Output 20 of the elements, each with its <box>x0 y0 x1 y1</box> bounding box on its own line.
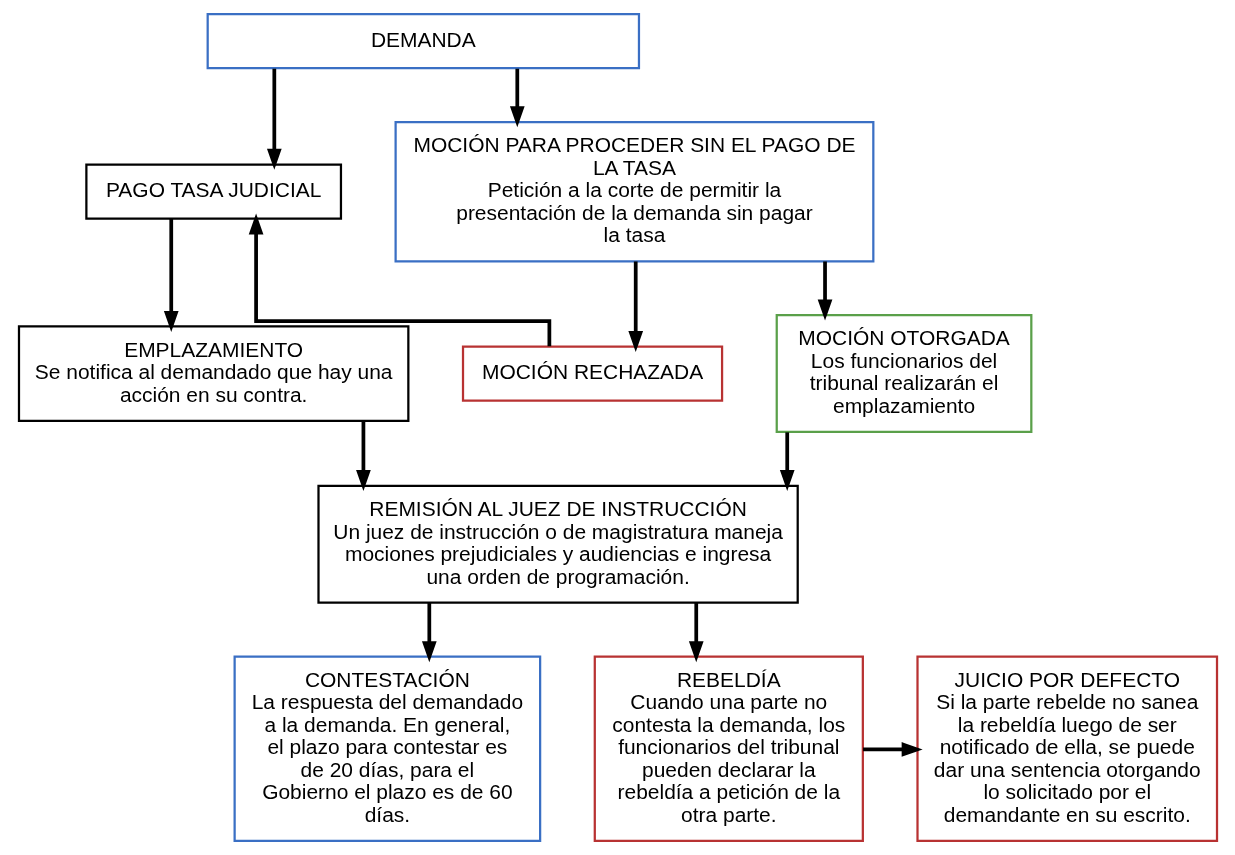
arrow <box>266 68 282 170</box>
arrow <box>862 742 923 757</box>
node-box: JUICIO POR DEFECTO Si la parte rebelde no sanea la rebeldía luego de ser notificado de ella, se puede dar una sentencia otorgando lo solicitado por el demandante en su escrito. <box>915 655 1218 842</box>
arrow <box>688 602 704 663</box>
node-box: EMPLAZAMIENTO Se notifica al demandado que hay una acción en su contra. <box>17 325 409 422</box>
arrow <box>355 421 371 492</box>
node-box: CONTESTACIÓN La respuesta del demandado a la demanda. En general, el plazo para contestar es de 20 días, para el Gobierno el plazo es de 60 días. <box>233 655 541 842</box>
arrow <box>627 261 643 353</box>
node-box: PAGO TASA JUDICIAL <box>84 163 342 220</box>
arrow <box>817 261 832 321</box>
node-box: REBELDÍA Cuando una parte no contesta la demanda, los funcionarios del tribunal pueden declarar la rebeldía a petición de la otra parte. <box>593 655 864 842</box>
node-box: MOCIÓN RECHAZADA <box>461 345 723 402</box>
arrow <box>421 602 437 663</box>
arrow <box>163 218 179 332</box>
node-box: MOCIÓN OTORGADA Los funcionarios del tribunal realizarán el emplazamiento <box>775 314 1032 434</box>
arrow <box>509 68 525 128</box>
node-box: REMISIÓN AL JUEZ DE INSTRUCCIÓN Un juez de instrucción o de magistratura maneja mociones prejudiciales y audiencias e ingresa una orden de programación. <box>316 484 799 604</box>
node-box: DEMANDA <box>206 13 640 70</box>
arrow <box>779 432 795 492</box>
node-box: MOCIÓN PARA PROCEDER SIN EL PAGO DE LA TASA Petición a la corte de permitir la presentación de la demanda sin pagar la tasa <box>394 120 874 263</box>
